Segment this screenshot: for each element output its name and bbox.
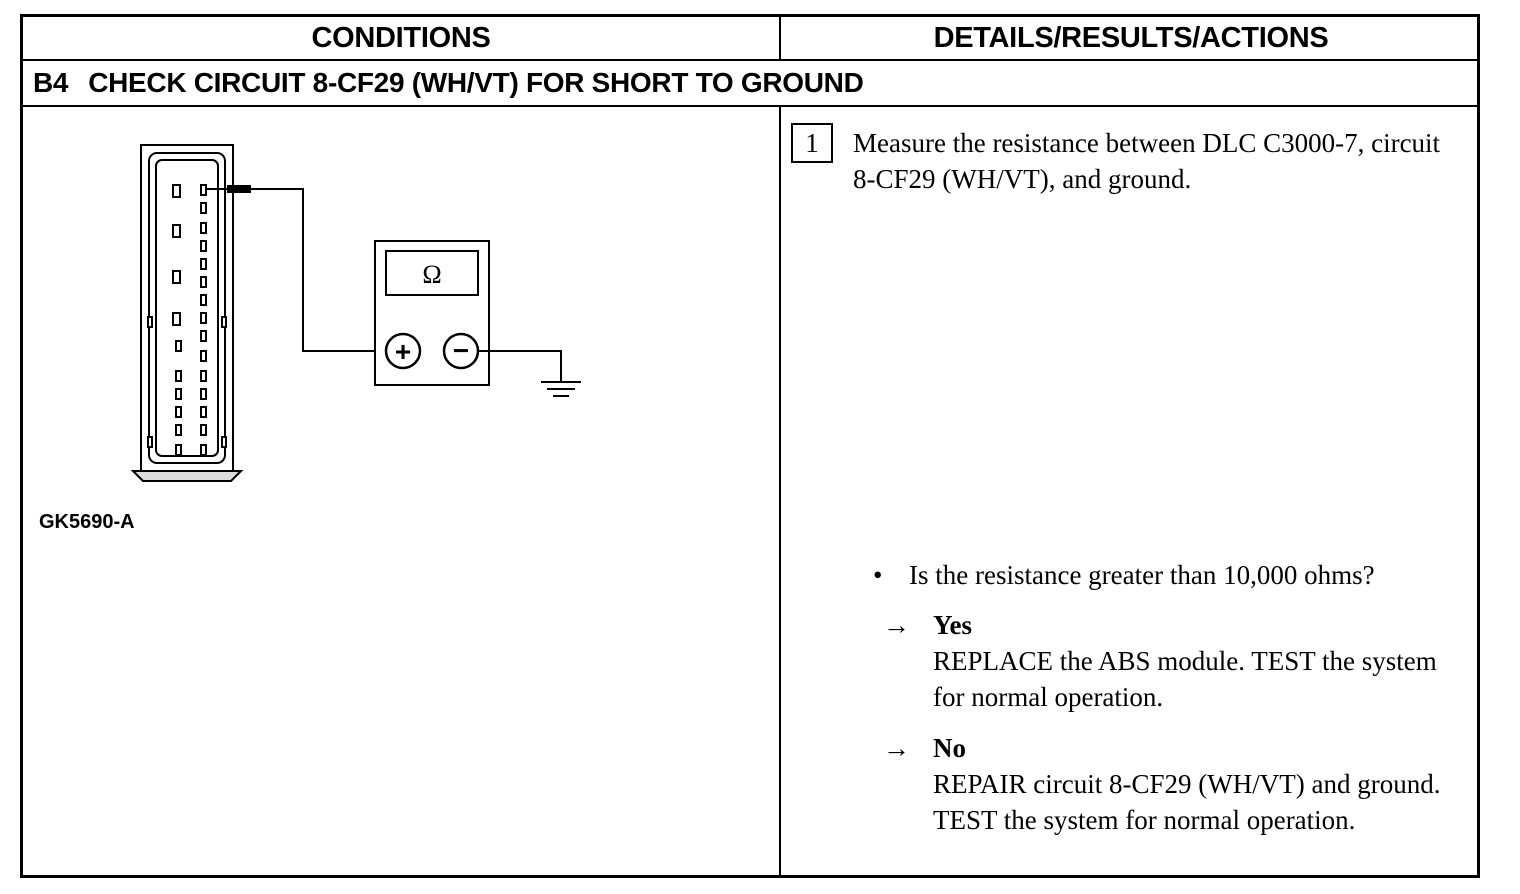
title-divider: [23, 105, 1477, 107]
question: • Is the resistance greater than 10,000 …: [873, 557, 1375, 593]
plus-sign: +: [395, 336, 411, 367]
dlc-connector-icon: [130, 144, 244, 482]
arrow-icon: →: [883, 610, 910, 640]
step-code: B4: [33, 67, 69, 98]
test-step-table: CONDITIONS DETAILS/RESULTS/ACTIONS B4 CH…: [20, 14, 1480, 878]
column-divider-body: [779, 107, 781, 878]
answer-label-yes: Yes: [933, 610, 972, 640]
details-header: DETAILS/RESULTS/ACTIONS: [933, 21, 1329, 54]
answer-action-yes: REPLACE the ABS module. TEST the system …: [933, 646, 1437, 712]
answer-no: → No REPAIR circuit 8-CF29 (WH/VT) and g…: [883, 730, 1473, 838]
instruction-text: Measure the resistance between DLC C3000…: [853, 128, 1441, 194]
step-number: 1: [791, 123, 833, 163]
column-divider: [779, 17, 781, 59]
figure-id: GK5690-A: [39, 511, 135, 533]
positive-terminal-icon: +: [384, 332, 422, 370]
bullet: •: [873, 560, 883, 590]
answer-action-no: REPAIR circuit 8-CF29 (WH/VT) and ground…: [933, 769, 1441, 835]
ground-lead-wire: [478, 350, 562, 381]
step-title-text: CHECK CIRCUIT 8-CF29 (WH/VT) FOR SHORT T…: [88, 67, 864, 98]
question-text: Is the resistance greater than 10,000 oh…: [909, 560, 1375, 590]
test-probe-icon: [207, 185, 279, 193]
ohmmeter-icon: Ω + −: [374, 240, 490, 386]
test-lead-wire: [279, 188, 385, 352]
header-divider: [23, 59, 1477, 61]
ohm-symbol: Ω: [422, 260, 441, 289]
connector-meter-diagram: Ω + −: [130, 144, 581, 482]
answer-yes: → Yes REPLACE the ABS module. TEST the s…: [883, 607, 1473, 715]
negative-terminal-icon: −: [442, 332, 480, 370]
ground-symbol-icon: [541, 381, 581, 397]
step-title: B4 CHECK CIRCUIT 8-CF29 (WH/VT) FOR SHOR…: [33, 61, 864, 105]
minus-sign: −: [453, 335, 469, 366]
conditions-header: CONDITIONS: [311, 21, 491, 54]
arrow-icon: →: [883, 733, 910, 763]
answer-label-no: No: [933, 733, 966, 763]
